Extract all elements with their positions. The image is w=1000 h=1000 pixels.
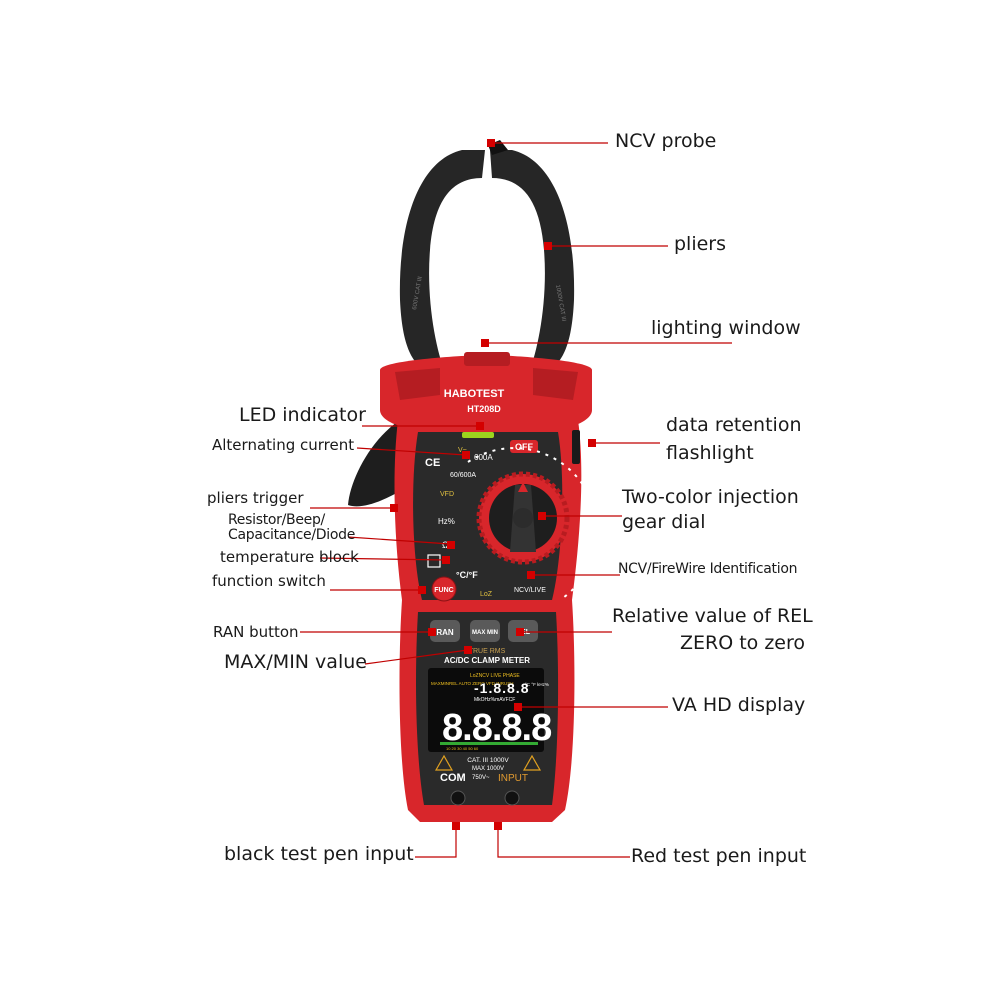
marker-ncv-probe [487,139,495,147]
func-button-label: FUNC [434,587,453,594]
marker-temp [442,556,450,564]
callout-function-switch: function switch [212,572,326,590]
dial-label-ncv: NCV/LIVE [514,587,546,594]
com-jack[interactable] [450,790,466,806]
maxmin-button[interactable] [470,620,500,642]
callout-data-retention: data retention [666,414,802,436]
marker-lighting-window [481,339,489,347]
callout-lines [300,142,732,858]
callout-flashlight: flashlight [666,442,754,464]
marker-ncv-firewire [527,571,535,579]
callout-pliers: pliers [674,233,727,255]
callout-lighting-window: lighting window [651,317,801,339]
dial-label-loz: LoZ [480,591,493,598]
callout-maxmin-value: MAX/MIN value [224,651,367,673]
callout-alternating-current: Alternating current [212,436,355,454]
callout-ncv-probe: NCV probe [615,130,717,152]
line-red-pen [497,826,630,858]
warning-left-icon [434,754,454,771]
pliers-trigger-shape [348,420,402,507]
lcd-units-row: MkOHz%mAVFCF [474,697,515,703]
marker-black-pen [452,822,460,830]
temperature-socket [427,554,441,568]
callout-led-indicator: LED indicator [239,404,366,426]
com-label: COM [440,772,466,784]
callout-ncv-firewire: NCV/FireWire Identification [618,561,798,577]
clamp-meter-text: AC/DC CLAMP METER [444,656,530,665]
lcd-units-right: °C °F kHz% [525,682,549,687]
line-maxmin [364,649,469,665]
marker-trigger [390,504,398,512]
callout-relative-1: Relative value of REL [612,605,813,627]
lcd-bar-graph [440,742,538,745]
line-black-pen [415,826,457,858]
max-voltage: MAX 1000V [472,766,504,772]
line-temp [319,557,447,561]
lcd-bar-scale: 10 20 30 40 50 60 [446,746,479,751]
marker-data-retention [588,439,596,447]
clamp-jaws: 600V CAT III 1000V CAT III [399,140,575,372]
dial-label-a-ranges: 60/600A [450,472,476,479]
warning-right-icon [522,754,542,771]
rotary-dial[interactable] [476,471,570,565]
callout-two-color-2: gear dial [622,511,706,533]
input-jack[interactable] [504,790,520,806]
maxmin-button-label: MAX MIN [472,630,498,636]
callout-relative-2: ZERO to zero [680,632,806,654]
callout-ran-button: RAN button [213,623,299,641]
marker-pliers [544,242,552,250]
model-text: HT208D [467,404,501,414]
marker-dial [538,512,546,520]
dial-label-temp: °C/°F [456,570,478,580]
ac-limit: 750V~ [472,775,490,781]
callout-black-pen: black test pen input [224,843,414,865]
callout-red-pen: Red test pen input [631,845,807,867]
dial-label-ohm: Ω [442,540,449,550]
dial-label-vfd: VFD [440,491,454,498]
lcd-top-icons: LoZNCV LIVE PHASE [470,673,520,679]
dial-label-a-range: 600A [474,453,493,462]
marker-ac [462,451,470,459]
lcd-small-reading: -1.8.8.8 [474,680,529,696]
marker-resistor [447,541,455,549]
marker-display [514,703,522,711]
callout-resistor-1: Resistor/Beep/ [228,512,325,528]
led-indicator-lamp [462,432,494,438]
brand-text: HABOTEST [444,388,505,400]
svg-text:600V CAT III: 600V CAT III [412,276,424,311]
callout-pliers-trigger: pliers trigger [207,489,304,507]
lcd-status-left: MAXMINREL AUTO ZERO VFD INRUSH [431,681,514,686]
dial-scale-arc [467,447,598,601]
cat-rating: CAT. III 1000V [467,757,509,764]
off-tag-label: OFF [515,442,533,452]
line-resistor [347,536,451,545]
flashlight-side-button[interactable] [572,430,580,464]
dial-label-vac: V~ [458,447,467,454]
callout-markers [390,139,596,830]
ce-mark: CE [425,457,440,469]
marker-red-pen [494,822,502,830]
ran-button[interactable] [430,620,460,642]
func-button[interactable] [431,576,457,602]
callout-two-color-1: Two-color injection [622,486,799,508]
marker-ran [428,628,436,636]
marker-maxmin [464,646,472,654]
meter-head [380,352,592,428]
marker-func [418,586,426,594]
marker-rel [516,628,524,636]
true-rms-text: TRUE RMS [469,648,506,655]
callout-va-display: VA HD display [672,694,806,716]
ran-button-label: RAN [436,628,454,637]
lcd-display [428,668,544,752]
callout-temperature-block: temperature block [220,548,359,566]
line-ac [356,447,467,456]
input-label: INPUT [498,773,528,784]
dial-label-hz: Hz% [438,517,455,526]
marker-led [476,422,484,430]
callout-resistor-2: Capacitance/Diode [228,527,356,543]
